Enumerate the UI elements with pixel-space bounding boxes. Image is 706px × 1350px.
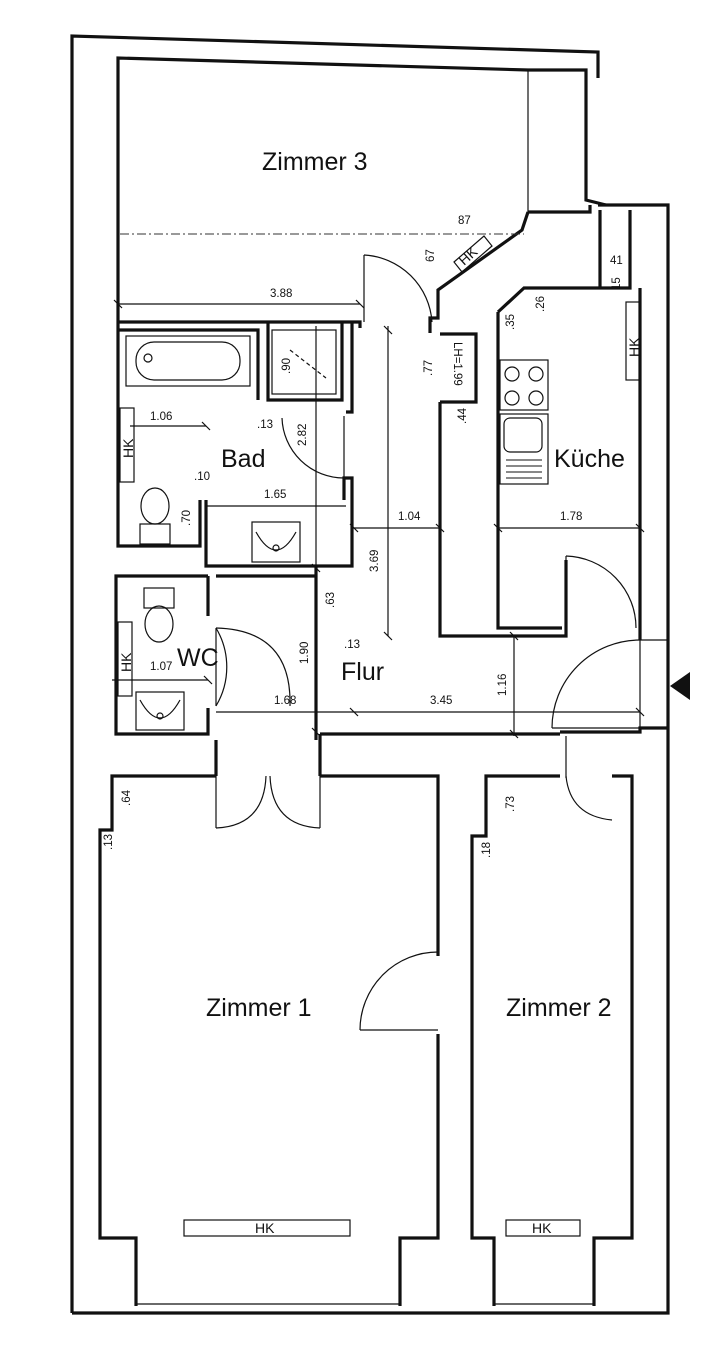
dim-label: 3.45: [430, 695, 452, 707]
dim-label: .44: [457, 407, 469, 424]
zimmer2-heater: HK: [505, 1219, 581, 1237]
zimmer2-label: Zimmer 2: [506, 994, 612, 1022]
zimmer3-walls: [116, 56, 607, 333]
wc-heater: HK: [117, 621, 134, 697]
zimmer1-walls: [98, 774, 440, 1306]
bathtub: [125, 335, 251, 387]
dimension-lines: [112, 299, 645, 739]
outer-walls: [70, 34, 670, 1315]
kueche-door[interactable]: [565, 555, 637, 629]
dim-label: .64: [121, 789, 133, 806]
zimmer3-door[interactable]: [363, 254, 433, 323]
shower: [271, 329, 337, 395]
bad-toilet: [139, 487, 171, 545]
zimmer2-heater-label: HK: [532, 1220, 552, 1236]
entrance-arrow-icon: [670, 672, 690, 700]
dim-label: .13: [103, 834, 115, 850]
kitchen-sink: [499, 413, 549, 485]
zimmer1-heater: HK: [183, 1219, 351, 1237]
dim-label: 1.68: [274, 695, 296, 707]
dim-label: 3.88: [270, 288, 292, 300]
kueche-heater: HK: [625, 301, 642, 381]
dim-label: 1.78: [560, 511, 582, 523]
dim-label: 1.90: [299, 642, 311, 664]
dim-label: 1.65: [264, 489, 286, 501]
zimmer1-double-door[interactable]: [215, 775, 321, 829]
bad-door[interactable]: [281, 416, 345, 479]
dim-label: .90: [281, 358, 293, 374]
dim-label: 15: [611, 277, 623, 290]
dim-label: .13: [257, 419, 273, 431]
entrance-door[interactable]: [551, 639, 641, 730]
zimmer1-heater-label: HK: [255, 1220, 275, 1236]
wc-heater-label: HK: [118, 652, 134, 672]
wc-label: WC: [177, 644, 219, 672]
flur-label: Flur: [341, 658, 384, 686]
stove: [499, 359, 549, 411]
flur-walls: [214, 566, 668, 776]
kueche-label: Küche: [554, 445, 625, 473]
dim-label: 87: [458, 215, 471, 227]
dim-label: 41: [610, 255, 623, 267]
kueche-walls: [438, 210, 642, 640]
dim-label: .26: [535, 296, 547, 312]
bad-label: Bad: [221, 445, 265, 473]
kueche-heater-label: HK: [626, 337, 642, 357]
dim-label: 3.69: [369, 550, 381, 572]
zimmer1-door[interactable]: [359, 951, 439, 1031]
zimmer3-label: Zimmer 3: [262, 148, 368, 176]
bad-heater: HK: [119, 407, 136, 483]
dim-label: .77: [423, 360, 435, 376]
dim-label: 67: [425, 249, 437, 262]
dim-label: .63: [325, 592, 337, 608]
wc-door[interactable]: [215, 627, 291, 707]
bad-sink: [251, 521, 301, 563]
zimmer1-label: Zimmer 1: [206, 994, 312, 1022]
zimmer3-heater-label: HK: [455, 243, 481, 268]
dim-label: 1.06: [150, 411, 172, 423]
dim-label: 2.82: [297, 424, 309, 446]
wc-toilet: [143, 587, 175, 643]
dim-label: 1.04: [398, 511, 421, 523]
ceiling-height-note: LH=1.99: [451, 342, 463, 386]
dim-label: 1.07: [150, 661, 172, 673]
wc-sink: [135, 691, 185, 731]
dim-label: .70: [181, 510, 193, 526]
dim-label: .35: [505, 314, 517, 330]
wc-walls: [114, 574, 316, 736]
zimmer2-door[interactable]: [565, 736, 613, 821]
dim-label: .10: [194, 471, 210, 483]
zimmer2-walls: [470, 774, 634, 1306]
ceiling-height-label: LH=1.99: [451, 342, 463, 386]
dim-label: .13: [344, 639, 360, 651]
bad-walls: [116, 322, 354, 568]
dim-label: 1.16: [497, 674, 509, 696]
dim-label: .18: [481, 842, 493, 858]
bad-heater-label: HK: [120, 438, 136, 458]
dim-label: .73: [505, 796, 517, 812]
